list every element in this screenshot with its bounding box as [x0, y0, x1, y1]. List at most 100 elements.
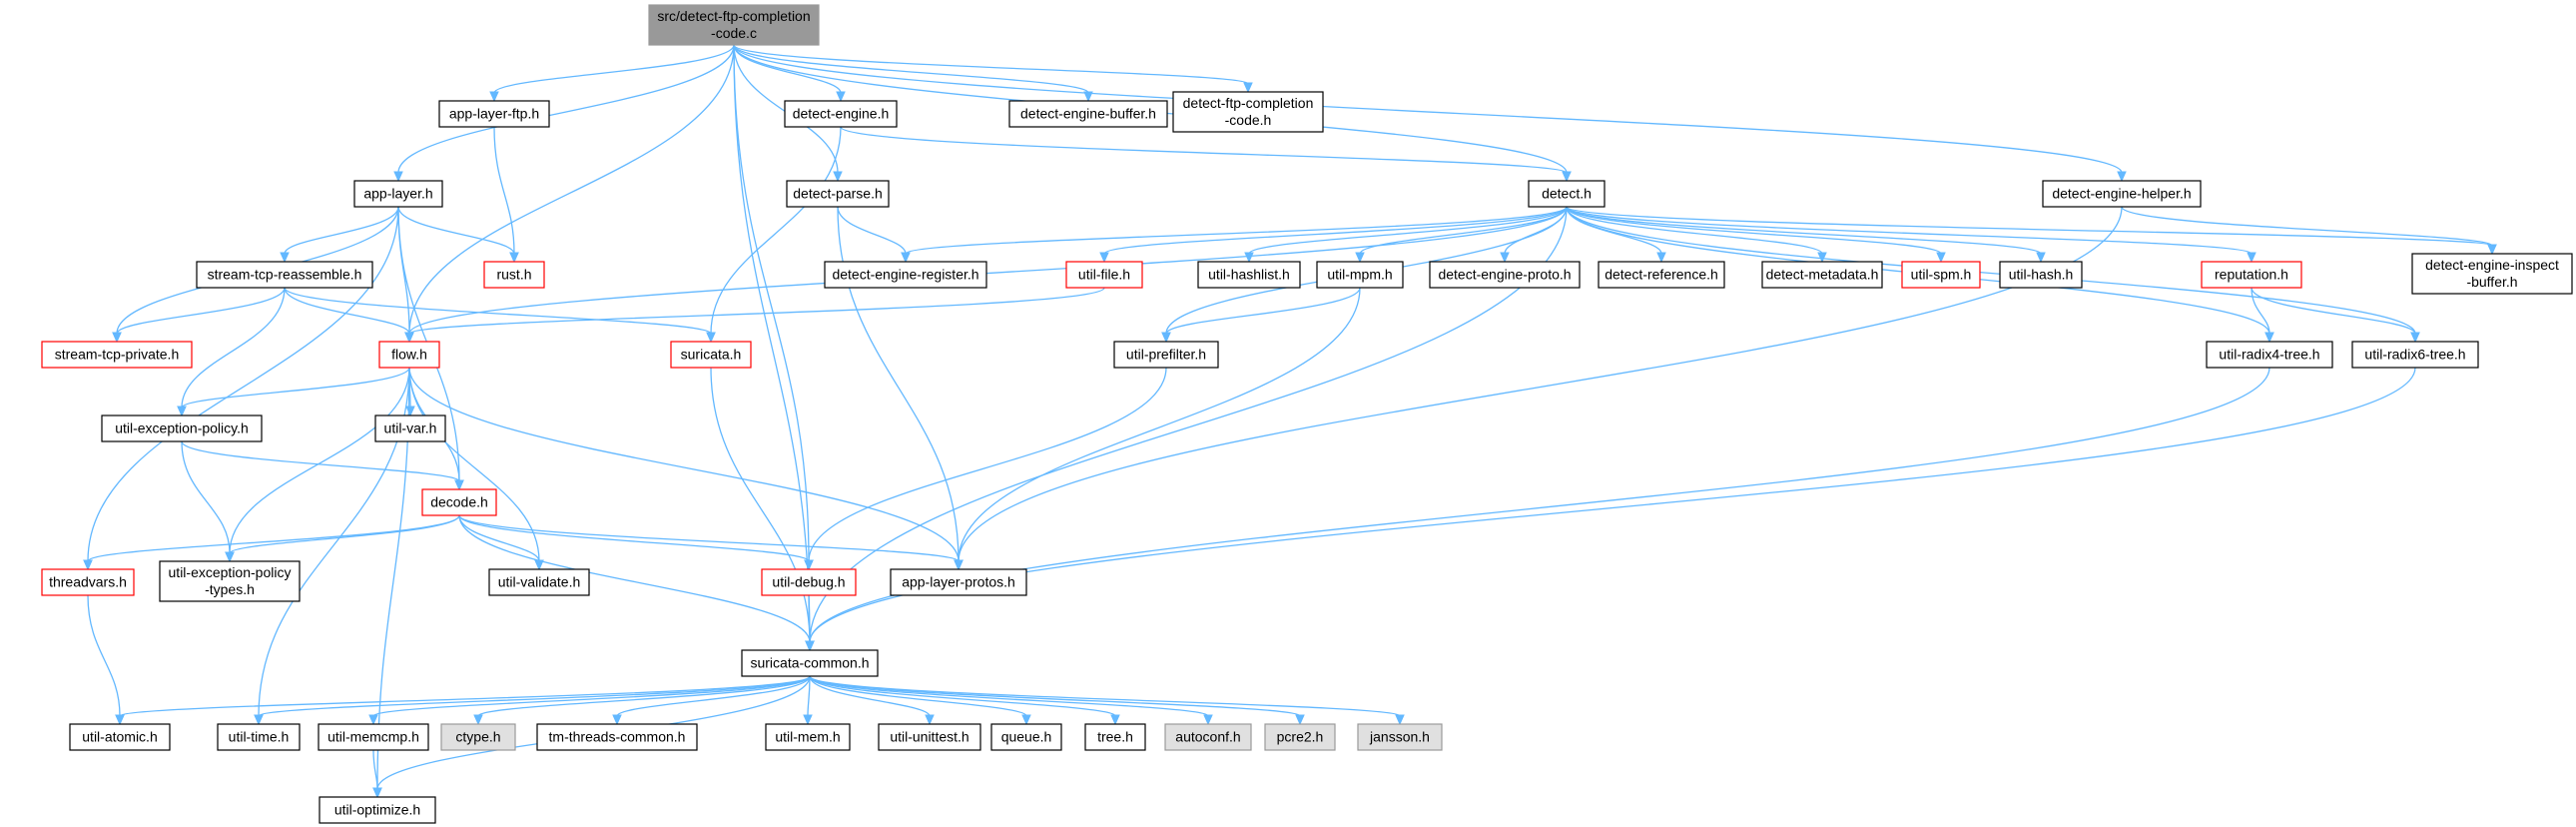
node-util-spm[interactable]: util-spm.h — [1901, 261, 1981, 289]
node-util-memcmp[interactable]: util-memcmp.h — [318, 723, 429, 751]
node-detect-engine-buffer[interactable]: detect-engine-buffer.h — [1008, 100, 1168, 128]
node-label: app-layer.h — [363, 186, 432, 202]
edge-suricata-common-to-tm-threads-common — [612, 675, 811, 726]
node-detect-engine-inspect-buffer[interactable]: detect-engine-inspect-buffer.h — [2411, 253, 2573, 295]
edge-detect-to-util-spm — [1566, 206, 1946, 264]
node-queue[interactable]: queue.h — [990, 723, 1062, 751]
node-box — [353, 180, 443, 208]
node-util-optimize[interactable]: util-optimize.h — [319, 796, 436, 824]
node-detect[interactable]: detect.h — [1528, 180, 1606, 208]
node-suricata[interactable]: suricata.h — [670, 341, 752, 369]
edge-stream-tcp-reassemble-to-stream-tcp-private — [112, 287, 286, 344]
node-root[interactable]: src/detect-ftp-completion-code.c — [648, 4, 820, 46]
node-box — [1598, 261, 1725, 289]
node-label: -code.h — [1225, 112, 1272, 128]
node-util-var[interactable]: util-var.h — [374, 414, 446, 442]
edge-root-to-app-layer — [393, 44, 735, 183]
edge-suricata-common-to-util-mem — [803, 675, 813, 726]
node-util-unittest[interactable]: util-unittest.h — [878, 723, 981, 751]
node-app-layer-protos[interactable]: app-layer-protos.h — [890, 568, 1027, 596]
node-label: detect-engine-inspect — [2425, 257, 2559, 273]
node-util-exception-policy[interactable]: util-exception-policy.h — [101, 414, 263, 442]
node-util-exception-policy-types[interactable]: util-exception-policy-types.h — [159, 560, 301, 602]
node-util-hashlist[interactable]: util-hashlist.h — [1197, 261, 1301, 289]
node-label: tree.h — [1097, 729, 1133, 745]
node-pcre2[interactable]: pcre2.h — [1264, 723, 1336, 751]
node-box — [488, 568, 590, 596]
node-autoconf[interactable]: autoconf.h — [1164, 723, 1252, 751]
node-rust[interactable]: rust.h — [483, 261, 545, 289]
edge-suricata-to-suricata-common — [710, 367, 815, 652]
edge-suricata-common-to-util-time — [254, 675, 811, 726]
node-label: util-file.h — [1078, 267, 1130, 283]
node-stream-tcp-private[interactable]: stream-tcp-private.h — [41, 341, 193, 369]
node-detect-ftp-completion-code[interactable]: detect-ftp-completion-code.h — [1172, 91, 1324, 133]
node-decode[interactable]: decode.h — [421, 488, 497, 516]
edge-detect-engine-to-suricata — [706, 126, 842, 344]
node-label: detect-engine-register.h — [832, 267, 978, 283]
node-label: threadvars.h — [49, 574, 127, 590]
node-label: util-optimize.h — [334, 802, 420, 818]
node-box — [421, 488, 497, 516]
node-reputation[interactable]: reputation.h — [2201, 261, 2302, 289]
node-detect-parse[interactable]: detect-parse.h — [786, 180, 890, 208]
node-util-radix6-tree[interactable]: util-radix6-tree.h — [2351, 341, 2479, 369]
node-detect-engine-register[interactable]: detect-engine-register.h — [824, 261, 987, 289]
node-stream-tcp-reassemble[interactable]: stream-tcp-reassemble.h — [196, 261, 373, 289]
node-label: util-spm.h — [1911, 267, 1972, 283]
node-label: detect-engine-proto.h — [1438, 267, 1571, 283]
edge-detect-to-detect-engine-register — [901, 206, 1568, 264]
edge-decode-to-threadvars — [83, 514, 460, 571]
edge-detect-engine-to-detect — [840, 126, 1572, 183]
node-box — [890, 568, 1027, 596]
node-jansson[interactable]: jansson.h — [1357, 723, 1443, 751]
node-box — [765, 723, 851, 751]
node-label: detect-parse.h — [793, 186, 883, 202]
node-box — [159, 560, 301, 602]
node-threadvars[interactable]: threadvars.h — [41, 568, 135, 596]
node-label: detect-reference.h — [1605, 267, 1718, 283]
node-label: stream-tcp-reassemble.h — [208, 267, 362, 283]
node-util-hash[interactable]: util-hash.h — [1999, 261, 2083, 289]
node-util-file[interactable]: util-file.h — [1065, 261, 1143, 289]
node-label: util-unittest.h — [890, 729, 968, 745]
node-detect-reference[interactable]: detect-reference.h — [1598, 261, 1725, 289]
edge-stream-tcp-reassemble-to-suricata — [284, 287, 716, 344]
node-label: flow.h — [391, 347, 427, 363]
node-util-time[interactable]: util-time.h — [217, 723, 301, 751]
node-detect-engine-proto[interactable]: detect-engine-proto.h — [1429, 261, 1581, 289]
node-detect-metadata[interactable]: detect-metadata.h — [1761, 261, 1883, 289]
node-util-debug[interactable]: util-debug.h — [761, 568, 857, 596]
node-box — [670, 341, 752, 369]
node-util-radix4-tree[interactable]: util-radix4-tree.h — [2206, 341, 2333, 369]
node-box — [1172, 91, 1324, 133]
edge-root-to-detect-engine-buffer — [733, 44, 1093, 103]
node-label: util-validate.h — [498, 574, 581, 590]
node-label: -code.c — [711, 25, 757, 41]
node-detect-engine[interactable]: detect-engine.h — [784, 100, 898, 128]
node-flow[interactable]: flow.h — [378, 341, 440, 369]
node-util-atomic[interactable]: util-atomic.h — [69, 723, 171, 751]
node-app-layer[interactable]: app-layer.h — [353, 180, 443, 208]
node-box — [101, 414, 263, 442]
node-box — [1901, 261, 1981, 289]
node-util-prefilter[interactable]: util-prefilter.h — [1113, 341, 1219, 369]
node-tm-threads-common[interactable]: tm-threads-common.h — [536, 723, 698, 751]
edge-flow-to-util-exception-policy — [177, 367, 410, 417]
node-ctype[interactable]: ctype.h — [440, 723, 516, 751]
node-label: pcre2.h — [1277, 729, 1324, 745]
node-util-mem[interactable]: util-mem.h — [765, 723, 851, 751]
node-detect-engine-helper[interactable]: detect-engine-helper.h — [2042, 180, 2202, 208]
edge-suricata-common-to-autoconf — [809, 675, 1213, 726]
node-tree[interactable]: tree.h — [1084, 723, 1146, 751]
edge-root-to-detect-ftp-completion-code — [733, 44, 1253, 94]
node-util-validate[interactable]: util-validate.h — [488, 568, 590, 596]
node-suricata-common[interactable]: suricata-common.h — [741, 649, 879, 677]
node-app-layer-ftp[interactable]: app-layer-ftp.h — [438, 100, 550, 128]
node-label: util-hashlist.h — [1208, 267, 1290, 283]
node-label: util-hash.h — [2009, 267, 2074, 283]
node-util-mpm[interactable]: util-mpm.h — [1316, 261, 1404, 289]
node-box — [784, 100, 898, 128]
edge-suricata-common-to-pcre2 — [809, 675, 1305, 726]
